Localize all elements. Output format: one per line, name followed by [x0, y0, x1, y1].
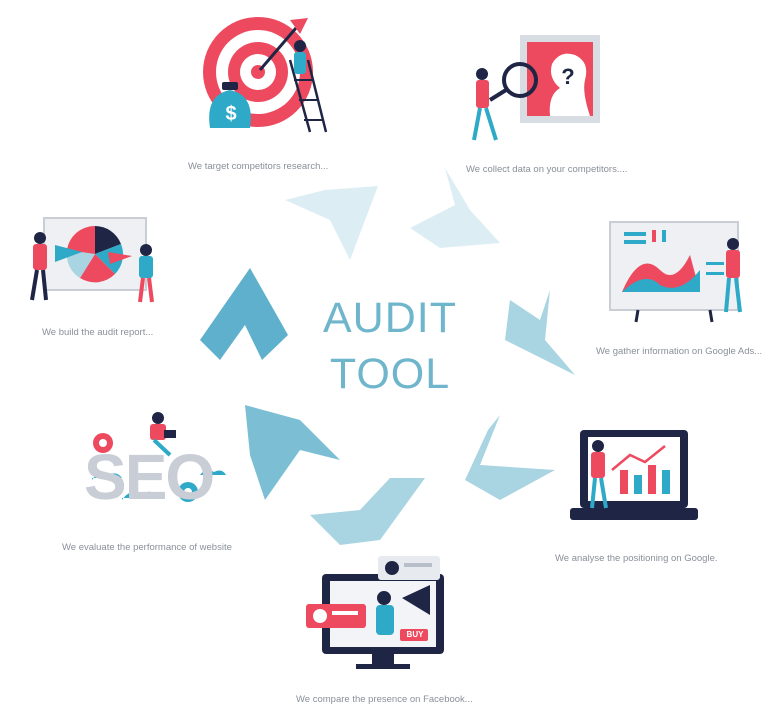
- arrow-bottom: [310, 478, 425, 545]
- arrow-right: [505, 290, 575, 375]
- monitor-megaphone-icon: [306, 556, 444, 669]
- title-line-1: AUDIT: [323, 294, 457, 342]
- buy-badge: BUY: [406, 630, 424, 639]
- seo-gears-icon: [92, 412, 226, 502]
- target-dart-icon: $: [203, 17, 328, 133]
- title-line-2: TOOL: [329, 350, 451, 398]
- arrow-top: [285, 186, 378, 260]
- arrow-left: [200, 268, 288, 360]
- pie-chart-board-icon: [30, 217, 154, 303]
- svg-text:?: ?: [561, 64, 574, 89]
- laptop-chart-icon: [570, 430, 698, 520]
- step-caption-report: We build the audit report...: [42, 327, 154, 338]
- arrow-left-low: [245, 405, 340, 500]
- step-caption-target: We target competitors research...: [188, 161, 329, 172]
- arrow-right-low: [465, 415, 555, 500]
- step-caption-collect: We collect data on your competitors....: [466, 164, 628, 175]
- step-caption-facebook: We compare the presence on Facebook...: [296, 694, 473, 705]
- step-caption-positioning: We analyse the positioning on Google.: [555, 553, 718, 564]
- center-title: AUDIT TOOL: [290, 290, 490, 402]
- arrow-top-right: [410, 168, 500, 248]
- step-caption-google-ads: We gather information on Google Ads...: [596, 346, 763, 357]
- svg-text:$: $: [225, 103, 236, 125]
- step-caption-website: We evaluate the performance of website: [62, 542, 232, 553]
- dashboard-chart-icon: [609, 221, 742, 323]
- seo-label: SEO: [84, 441, 215, 513]
- magnifier-silhouette-icon: ?: [472, 35, 600, 141]
- cycle-arrows: [200, 168, 575, 545]
